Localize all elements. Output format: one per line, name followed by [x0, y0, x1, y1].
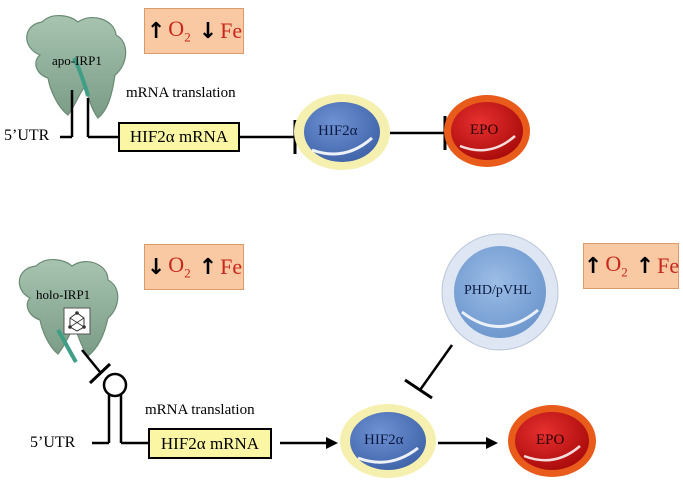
o2-label: O2: [605, 251, 628, 280]
fe-up-arrow-icon: ↑: [198, 254, 218, 280]
bottom-mrna-strand: [92, 372, 148, 445]
top-conditions-box: ↑ O2 ↓ Fe: [144, 8, 244, 54]
apo-irp1-protein: [26, 15, 127, 119]
fe-label: Fe: [220, 254, 243, 279]
top-hif2a-node: [294, 94, 390, 170]
top-mrna-strand: [60, 90, 118, 139]
bottom-inhibition-irp-loop: [81, 349, 112, 385]
top-irp-label: apo-IRP1: [52, 53, 102, 68]
bottom-translation-label: mRNA translation: [145, 402, 255, 418]
holo-irp1-protein: [18, 259, 119, 364]
bottom-irp-label: holo-IRP1: [36, 287, 91, 302]
o2-label: O2: [168, 252, 191, 281]
top-mrna-box: HIF2α mRNA: [118, 122, 240, 152]
fe-up-arrow-icon: ↑: [635, 253, 655, 279]
phd-label: PHD/pVHL: [464, 283, 532, 298]
top-hif-label: HIF2α: [318, 123, 358, 139]
fe-label: Fe: [657, 253, 680, 278]
fe-label: Fe: [220, 18, 243, 43]
phd-conditions-box: ↑ O2 ↑ Fe: [583, 243, 679, 289]
o2-up-arrow-icon: ↑: [146, 18, 166, 44]
top-utr-label: 5’UTR: [4, 127, 50, 144]
top-inhibition-hif-epo: [390, 116, 447, 150]
bottom-hif-label: HIF2α: [364, 432, 404, 448]
top-epo-label: EPO: [470, 122, 499, 138]
bottom-utr-label: 5’UTR: [30, 434, 76, 451]
iron-sulfur-cluster-icon: [63, 307, 91, 335]
phd-pvhl-node: [441, 233, 559, 351]
bottom-conditions-box: ↓ O2 ↑ Fe: [144, 244, 244, 290]
o2-label: O2: [168, 16, 191, 45]
bottom-mrna-box: HIF2α mRNA: [148, 428, 272, 459]
o2-up-arrow-icon: ↑: [583, 253, 603, 279]
bottom-epo-node: [508, 405, 596, 477]
bottom-arrow-mrna-hif: [280, 437, 338, 449]
o2-down-arrow-icon: ↓: [146, 254, 166, 280]
fe-down-arrow-icon: ↓: [198, 18, 218, 44]
bottom-hif2a-node: [340, 404, 436, 478]
bottom-arrow-hif-epo: [438, 437, 498, 449]
top-epo-node: [444, 95, 530, 167]
bottom-inhibition-phd-hif: [404, 344, 454, 400]
top-translation-label: mRNA translation: [126, 85, 236, 101]
top-inhibition-mrna-hif: [240, 120, 297, 154]
bottom-epo-label: EPO: [536, 432, 565, 448]
